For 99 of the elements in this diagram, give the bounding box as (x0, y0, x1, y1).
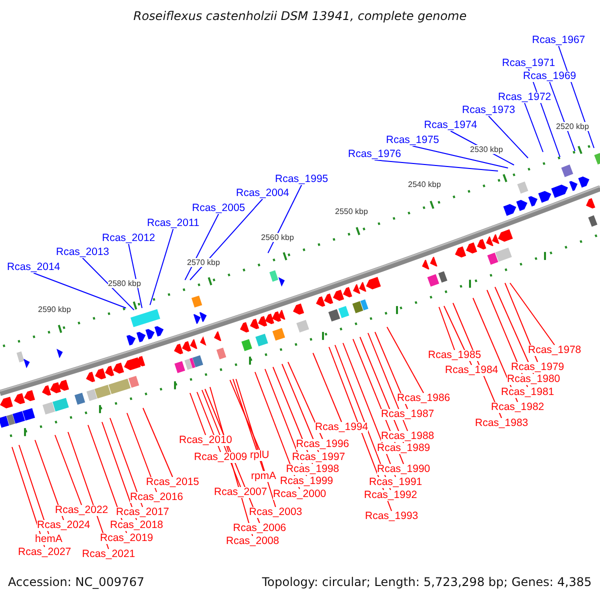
gene-label: Rcas_2000 (273, 489, 326, 500)
gene-label: Rcas_1972 (498, 92, 552, 103)
footer-text: Accession: NC_009767 (8, 575, 144, 589)
leader-line (54, 434, 82, 506)
leader-line (312, 352, 342, 422)
gene-label: Rcas_1992 (364, 490, 418, 501)
leader-line (110, 418, 144, 508)
gene-label: Rcas_1989 (377, 443, 430, 454)
gene-label: Rcas_2004 (236, 188, 290, 199)
gene-label: Rcas_1983 (475, 418, 528, 429)
gene-label: Rcas_1999 (280, 476, 334, 487)
gene-label: Rcas_1974 (424, 120, 478, 131)
leader-line (494, 286, 534, 374)
gene-label: Rcas_2008 (226, 536, 280, 547)
scale-label: 2540 kbp (408, 180, 441, 189)
leader-line (488, 116, 528, 158)
leader-line (386, 326, 424, 394)
leader-line (504, 282, 538, 362)
gene-label: Rcas_2017 (116, 507, 170, 518)
gene-label: Rcas_2024 (37, 520, 90, 531)
leader-line (282, 364, 320, 452)
leader-line (34, 440, 64, 520)
gene-label: Rcas_2006 (233, 523, 286, 534)
gene-label: Rcas_1979 (511, 362, 564, 373)
gene-label: Rcas_1976 (348, 149, 402, 160)
leader-line (82, 258, 134, 310)
leader-line (126, 412, 158, 492)
gene-label: Rcas_1986 (397, 393, 450, 404)
gene-label: Rcas_2007 (214, 487, 268, 498)
gene-label: Rcas_1993 (365, 511, 418, 522)
gene-label: Rcas_1975 (386, 135, 440, 146)
gene-label: Rcas_1998 (286, 464, 340, 475)
gene-label: Rcas_1969 (523, 71, 576, 82)
leader-line (524, 102, 544, 152)
leader-line (368, 332, 408, 432)
gene-label: Rcas_1967 (532, 35, 586, 46)
leader-line (438, 306, 456, 350)
gene-label: Rcas_2021 (82, 549, 136, 560)
gene-label: Rcas_1981 (501, 387, 554, 398)
diagram-title: Roseiflexus castenholzii DSM 13941, complete genome (133, 9, 467, 23)
gene-label: Rcas_2005 (192, 203, 246, 214)
leader-line (288, 362, 324, 440)
leader-line (230, 380, 260, 450)
scale-label: 2520 kbp (556, 122, 589, 131)
gene-label: Rcas_2015 (146, 477, 200, 488)
gene-label: Rcas_1980 (507, 374, 560, 385)
leader-line (190, 392, 206, 436)
leader-line (184, 214, 220, 280)
leader-line (268, 184, 302, 254)
scale-label: 2530 kbp (470, 145, 503, 154)
leader-line (18, 444, 50, 534)
leader-line (374, 160, 498, 172)
gene-label: Rcas_2014 (7, 262, 60, 273)
leader-line (236, 378, 276, 508)
gene-label: Rcas_2016 (130, 492, 184, 503)
gene-label: hemA (35, 534, 62, 545)
leader-line (190, 198, 264, 280)
scale-label: 2580 kbp (108, 279, 141, 288)
leader-line (102, 422, 138, 520)
leader-line (232, 378, 264, 472)
gene-label: Rcas_1985 (428, 350, 482, 361)
scale-label: 2550 kbp (335, 207, 368, 216)
scale-label: 2560 kbp (261, 233, 294, 242)
gene-label: rplU (250, 450, 270, 461)
gene-label: Rcas_1997 (292, 452, 346, 463)
gene-label: Rcas_1984 (445, 365, 498, 376)
leader-line (472, 298, 518, 402)
gene-label: Rcas_2019 (100, 533, 154, 544)
gene-label: Rcas_1991 (369, 477, 422, 488)
gene-label: Rcas_1988 (381, 431, 434, 442)
gene-label: Rcas_2022 (55, 505, 108, 516)
leader-line (33, 272, 126, 308)
gene-label: Rcas_1994 (315, 422, 368, 433)
gene-label: rpmA (251, 471, 276, 482)
gene-label: Rcas_2003 (249, 507, 302, 518)
gene-label: Rcas_1982 (491, 402, 544, 413)
gene-label: Rcas_2009 (194, 452, 248, 463)
leader-line (142, 408, 174, 478)
leader-line (128, 244, 142, 308)
gene-label: Rcas_1987 (381, 409, 434, 420)
leader-line (549, 82, 576, 152)
gene-label: Rcas_1973 (462, 105, 516, 116)
gene-label: Rcas_2012 (102, 233, 156, 244)
gene-label: Rcas_1990 (377, 464, 430, 475)
leader-line (412, 146, 508, 168)
gene-label: Rcas_1978 (528, 345, 582, 356)
leader-line (510, 282, 556, 346)
gene-label: Rcas_2013 (56, 247, 110, 258)
gene-label: Rcas_2011 (147, 218, 200, 229)
gene-label: Rcas_2010 (179, 435, 232, 446)
gene-label: Rcas_2027 (18, 547, 72, 558)
gene-label: Rcas_1995 (275, 174, 328, 185)
gene-label: Rcas_2018 (110, 520, 164, 531)
leader-line (150, 228, 174, 306)
gene-label: Rcas_1996 (296, 439, 350, 450)
footer-text: Topology: circular; Length: 5,723,298 bp; Genes: 4,385 (262, 575, 592, 589)
gene-label: Rcas_1971 (502, 58, 556, 69)
scale-label: 2590 kbp (38, 305, 71, 314)
scale-label: 2570 kbp (187, 258, 220, 267)
